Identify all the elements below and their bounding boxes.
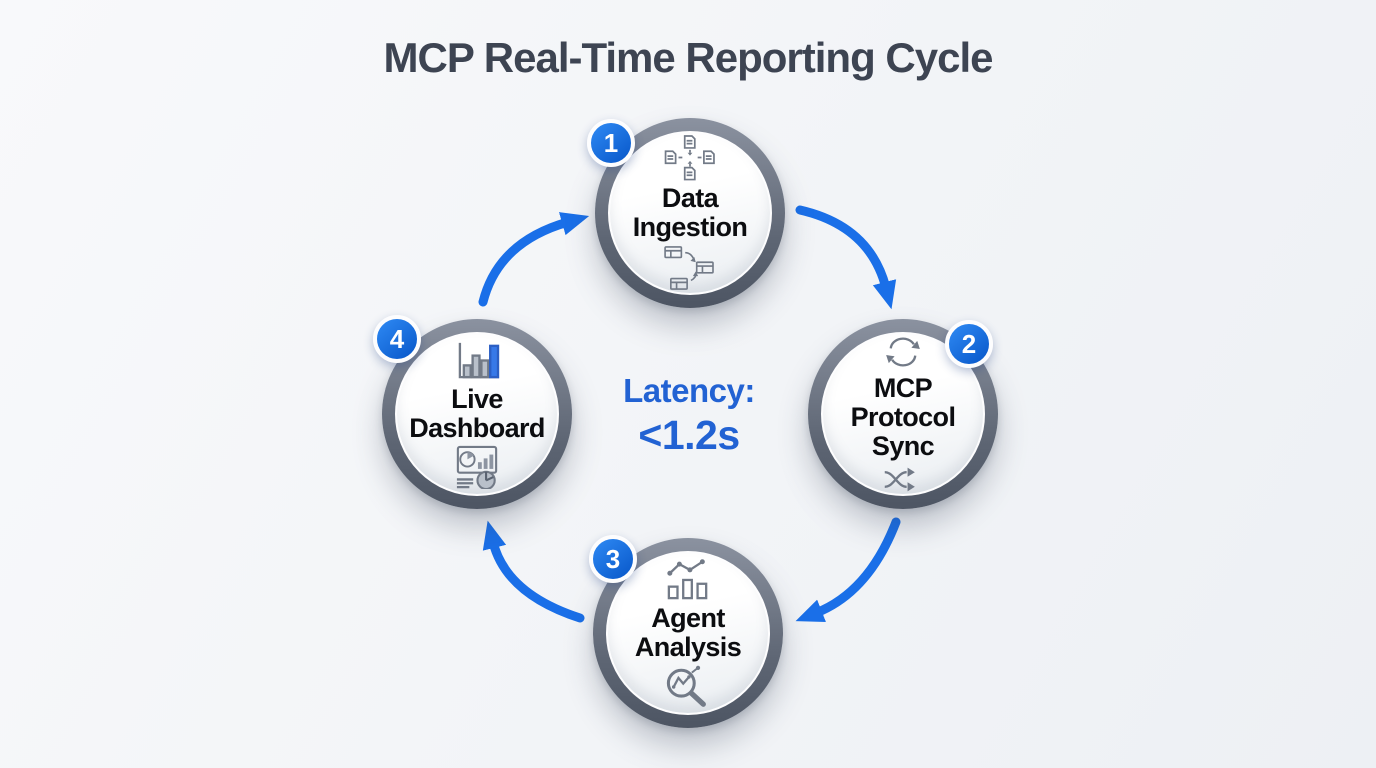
node-agent-analysis: 3 Agent Analysis bbox=[589, 535, 783, 728]
node-4-label-line: Dashboard bbox=[409, 412, 545, 443]
node-2-body: MCP Protocol Sync bbox=[821, 332, 985, 496]
node-1-label: Data Ingestion bbox=[633, 184, 748, 242]
node-data-ingestion: 1 Data Ingestion bbox=[587, 118, 785, 308]
step-2-badge: 2 bbox=[945, 320, 993, 368]
node-2-label-line: Protocol bbox=[850, 402, 956, 433]
step-1-badge: 1 bbox=[587, 119, 635, 167]
node-1-label-line: Data bbox=[661, 183, 719, 214]
step-4-badge: 4 bbox=[373, 315, 421, 363]
sync-icon bbox=[882, 333, 924, 371]
step-3-badge: 3 bbox=[589, 535, 637, 583]
dashboard-report-icon bbox=[452, 445, 502, 490]
step-4-number: 4 bbox=[389, 323, 405, 354]
arrow-2-to-3 bbox=[795, 517, 901, 622]
node-3-label-line: Agent bbox=[651, 603, 725, 634]
arrow-3-to-4 bbox=[482, 520, 585, 623]
node-3-label: Agent Analysis bbox=[634, 603, 742, 662]
node-live-dashboard: 4 Live Dashboard bbox=[373, 315, 572, 509]
latency-callout: Latency: <1.2s bbox=[589, 372, 789, 459]
node-2-label: MCP Protocol Sync bbox=[851, 374, 956, 461]
step-1-number: 1 bbox=[603, 127, 619, 158]
node-3-label-line: Analysis bbox=[634, 632, 742, 662]
node-4-label: Live Dashboard bbox=[409, 383, 545, 443]
node-3-body: Agent Analysis bbox=[606, 551, 770, 715]
node-1-label-line: Ingestion bbox=[632, 212, 748, 242]
node-mcp-protocol-sync: 2 MCP Protocol Sync bbox=[808, 319, 998, 509]
trend-chart-icon bbox=[664, 557, 712, 601]
bar-chart-icon bbox=[455, 339, 500, 382]
node-2-label-line: Sync bbox=[871, 430, 935, 461]
data-flow-icon bbox=[661, 245, 719, 291]
step-2-number: 2 bbox=[961, 328, 977, 359]
latency-label: Latency: bbox=[623, 372, 755, 409]
step-3-number: 3 bbox=[605, 543, 621, 574]
arrow-1-to-2 bbox=[795, 205, 897, 310]
node-1-body: Data Ingestion bbox=[608, 131, 772, 295]
latency-value: <1.2s bbox=[638, 412, 740, 458]
node-4-body: Live Dashboard bbox=[395, 332, 559, 496]
magnifier-chart-icon bbox=[663, 665, 713, 709]
diagram-title: MCP Real-Time Reporting Cycle bbox=[383, 34, 994, 81]
node-4-label-line: Live bbox=[451, 383, 503, 414]
node-2-label-line: MCP bbox=[873, 373, 933, 404]
documents-merge-icon bbox=[663, 135, 717, 181]
shuffle-icon bbox=[881, 464, 925, 495]
arrow-4-to-1 bbox=[478, 212, 590, 307]
